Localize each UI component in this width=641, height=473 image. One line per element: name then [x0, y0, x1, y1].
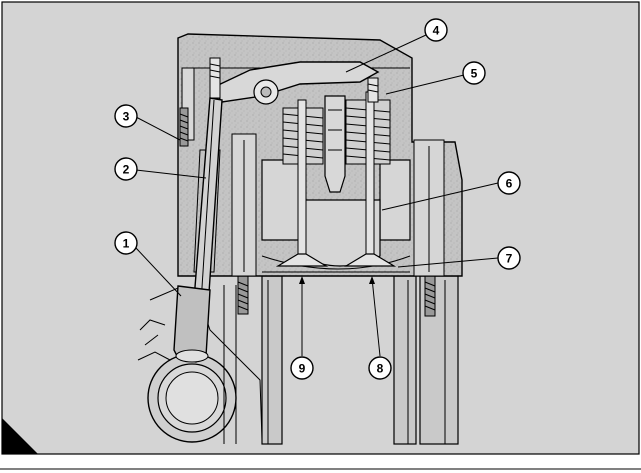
svg-text:5: 5 [471, 67, 478, 81]
svg-text:6: 6 [506, 177, 513, 191]
cam-lobe [165, 371, 219, 425]
svg-text:1: 1 [123, 237, 130, 251]
svg-text:7: 7 [506, 252, 513, 266]
tappet [173, 285, 211, 363]
svg-text:9: 9 [299, 362, 306, 376]
corner-marker [2, 418, 38, 454]
rocker-arm-assembly [209, 57, 380, 105]
cylinder-barrels [223, 275, 459, 445]
svg-text:4: 4 [433, 24, 440, 38]
callout-6: 6 [497, 171, 521, 195]
valves [275, 91, 397, 267]
callout-4: 4 [424, 18, 448, 42]
svg-text:2: 2 [123, 163, 130, 177]
svg-text:3: 3 [123, 110, 130, 124]
callout-8: 8 [368, 356, 392, 380]
callout-7: 7 [497, 246, 521, 270]
camshaft-assembly [137, 287, 263, 443]
callout-9: 9 [290, 356, 314, 380]
head-bolt [179, 107, 189, 147]
svg-text:8: 8 [377, 362, 384, 376]
callout-2: 2 [114, 157, 138, 181]
callout-5: 5 [462, 61, 486, 85]
callout-3: 3 [114, 104, 138, 128]
callout-1: 1 [114, 231, 138, 255]
callout-leaders [135, 34, 499, 357]
